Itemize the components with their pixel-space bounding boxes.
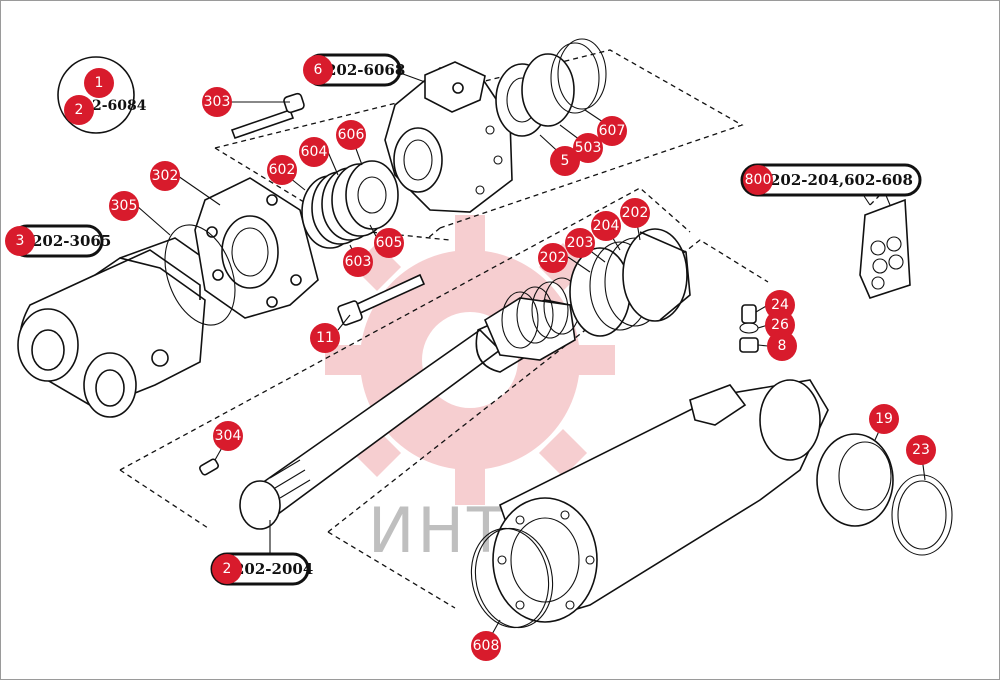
callout-19[interactable]: 19 [869,404,899,434]
svg-text:5: 5 [561,153,570,169]
reference-1-text: 2-6084 [92,98,147,114]
piston-ring-group-part [569,228,691,337]
svg-text:202: 202 [622,205,649,221]
rod-eye-part [17,237,216,418]
callout-305[interactable]: 305 [109,191,139,221]
svg-text:6: 6 [314,62,323,78]
callout-5[interactable]: 5 [550,146,580,176]
callout-23[interactable]: 23 [906,435,936,465]
seal-kit-pill-text: 202-204,602-608 [770,171,913,189]
bushing-19-part [816,433,894,527]
callout-605[interactable]: 605 [374,228,404,258]
svg-text:23: 23 [912,442,930,458]
callout-604[interactable]: 604 [299,137,329,167]
piston-seal-stack-part [301,160,399,249]
callout-2-rod[interactable]: 2 [212,554,242,584]
o-ring-305-part [164,224,236,326]
callout-607[interactable]: 607 [597,116,627,146]
svg-text:203: 203 [567,235,594,251]
grease-nipple-part [739,304,759,353]
callout-3[interactable]: 3 [5,226,35,256]
reference-pill-3[interactable]: 202-3065 [10,224,111,258]
svg-text:800: 800 [745,172,772,188]
svg-text:305: 305 [111,198,138,214]
callout-204[interactable]: 204 [591,211,621,241]
svg-text:604: 604 [301,144,328,160]
svg-text:503: 503 [575,140,602,156]
svg-text:607: 607 [599,123,626,139]
reference-pill-6-text: 202-6068 [326,61,405,79]
callout-8[interactable]: 8 [767,331,797,361]
piston-rod-part [239,277,581,530]
callout-2-top[interactable]: 2 [64,95,94,125]
svg-text:605: 605 [376,235,403,251]
callout-503[interactable]: 503 [573,133,603,163]
callout-1[interactable]: 1 [84,68,114,98]
callout-203[interactable]: 203 [565,228,595,258]
svg-text:3: 3 [16,233,25,249]
callout-603[interactable]: 603 [343,247,373,277]
svg-text:8: 8 [778,338,787,354]
svg-text:11: 11 [316,330,334,346]
svg-text:24: 24 [771,297,789,313]
callout-302[interactable]: 302 [150,161,180,191]
seal-kit-pill[interactable]: 202-204,602-608 [740,163,922,197]
svg-text:608: 608 [473,638,500,654]
callout-6[interactable]: 6 [303,55,333,85]
svg-text:603: 603 [345,254,372,270]
svg-text:204: 204 [593,218,620,234]
callout-304[interactable]: 304 [213,421,243,451]
reference-pill-2-rod-text: 202-2004 [234,560,313,578]
cylinder-head-part [384,61,513,213]
callout-606[interactable]: 606 [336,120,366,150]
reference-1-text-group: 2-6084 [92,98,147,114]
callout-202-top[interactable]: 202 [620,198,650,228]
svg-text:606: 606 [338,127,365,143]
callout-602[interactable]: 602 [267,155,297,185]
snap-ring-23-part [891,474,953,556]
callout-800[interactable]: 800 [743,165,773,195]
svg-text:19: 19 [875,411,893,427]
wiper-seal-group-part [495,38,607,137]
cylinder-tube-part [492,379,829,623]
cap-screw-303-part [230,92,305,140]
svg-text:302: 302 [152,168,179,184]
svg-text:602: 602 [269,162,296,178]
pin-304-part [199,458,219,476]
reference-pill-3-text: 202-3065 [32,232,111,250]
seal-kit-bag-part [859,192,911,299]
svg-text:26: 26 [771,317,789,333]
svg-text:303: 303 [204,94,231,110]
svg-text:202: 202 [540,250,567,266]
svg-text:2: 2 [75,102,84,118]
bolt-11-part [337,273,426,326]
svg-text:1: 1 [95,75,104,91]
callout-608[interactable]: 608 [471,631,501,661]
o-ring-608-part [470,527,554,629]
callout-303[interactable]: 303 [202,87,232,117]
gland-nut-part [194,177,319,319]
callout-202-bottom[interactable]: 202 [538,243,568,273]
svg-text:304: 304 [215,428,242,444]
callout-11[interactable]: 11 [310,323,340,353]
svg-text:2: 2 [223,561,232,577]
